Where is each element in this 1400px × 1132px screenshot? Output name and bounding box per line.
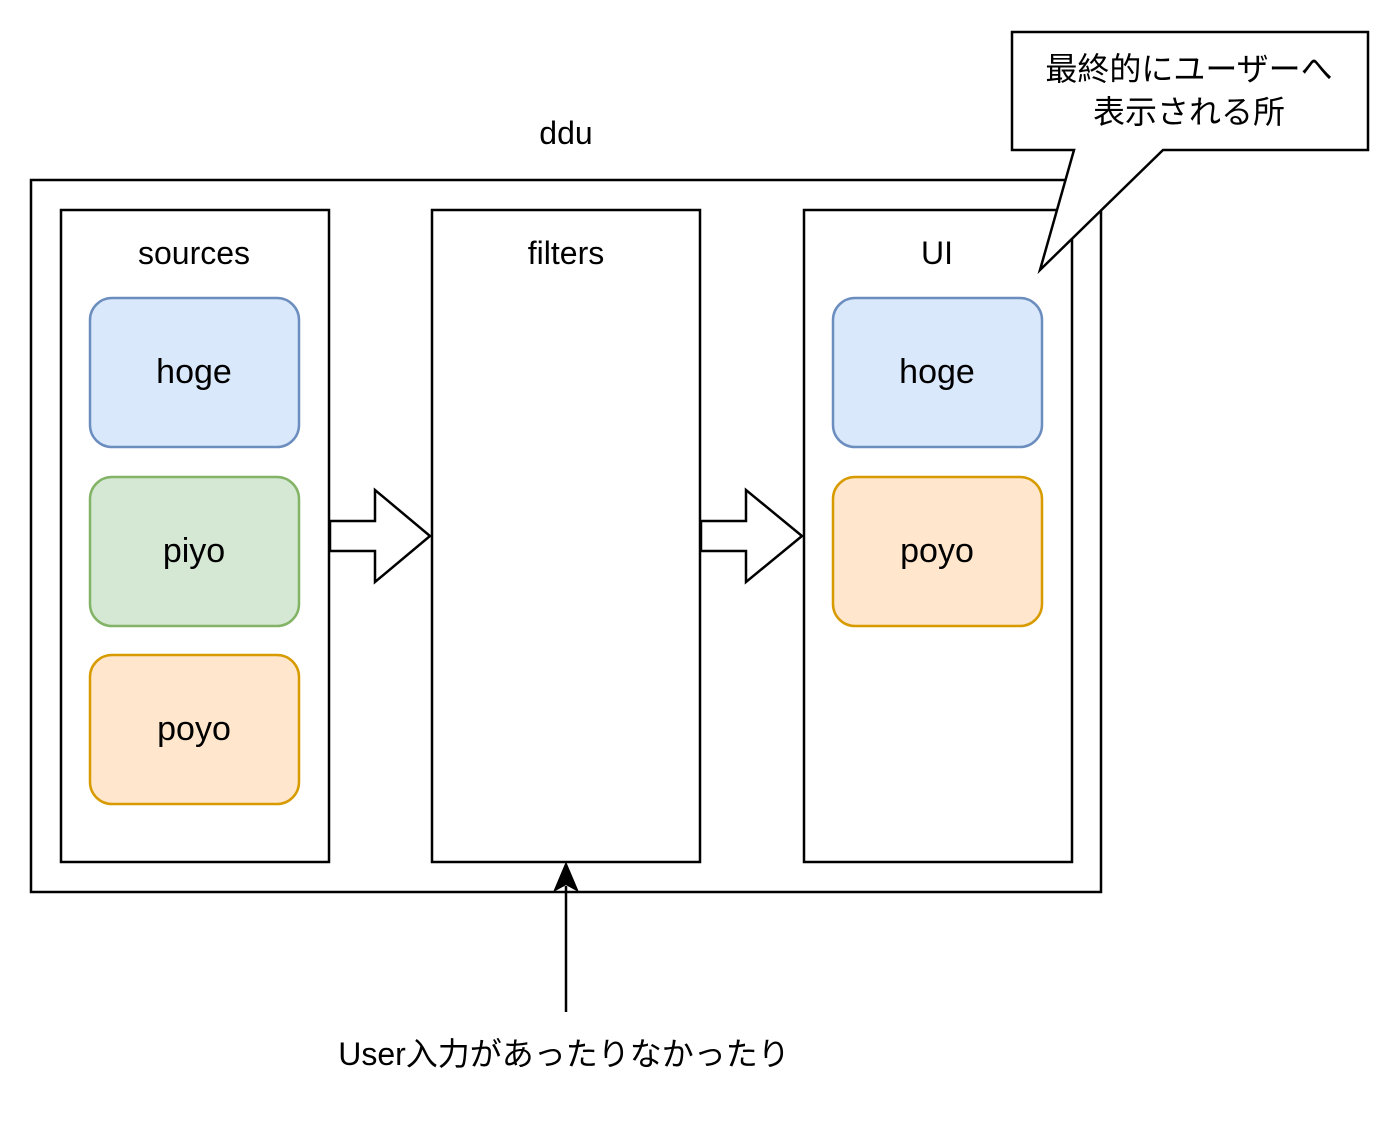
sources-to-filters-arrow: [328, 487, 432, 585]
user-input-label: User入力があったりなかったり: [338, 1036, 790, 1072]
ui-item-poyo-box: [831, 475, 1044, 628]
ui-label: UI: [921, 235, 953, 271]
source-item-poyo-label: poyo: [157, 710, 231, 748]
ui-item-poyo: poyo: [831, 475, 1044, 628]
ui-item-hoge-box: [831, 296, 1044, 449]
source-item-poyo-box: [88, 653, 301, 806]
source-item-hoge-label: hoge: [156, 353, 232, 391]
filters-to-ui-arrow: [699, 487, 804, 585]
user-input-arrowhead: [552, 861, 580, 893]
callout-line-2: 表示される所: [1093, 94, 1285, 130]
source-item-piyo: piyo: [88, 475, 301, 628]
source-item-hoge: hoge: [88, 296, 301, 449]
ui-item-poyo-label: poyo: [900, 532, 974, 570]
source-item-hoge-box: [88, 296, 301, 449]
filters-label: filters: [528, 235, 604, 271]
source-item-piyo-label: piyo: [163, 532, 225, 570]
ddu-title: ddu: [539, 115, 592, 151]
source-item-piyo-box: [88, 475, 301, 628]
source-item-poyo: poyo: [88, 653, 301, 806]
ui-item-hoge: hoge: [831, 296, 1044, 449]
ui-item-hoge-label: hoge: [899, 353, 975, 391]
sources-label: sources: [138, 235, 250, 271]
callout-line-1: 最終的にユーザーへ: [1045, 51, 1332, 87]
filters-column: [430, 208, 702, 864]
callout-bubble: [1010, 30, 1370, 275]
